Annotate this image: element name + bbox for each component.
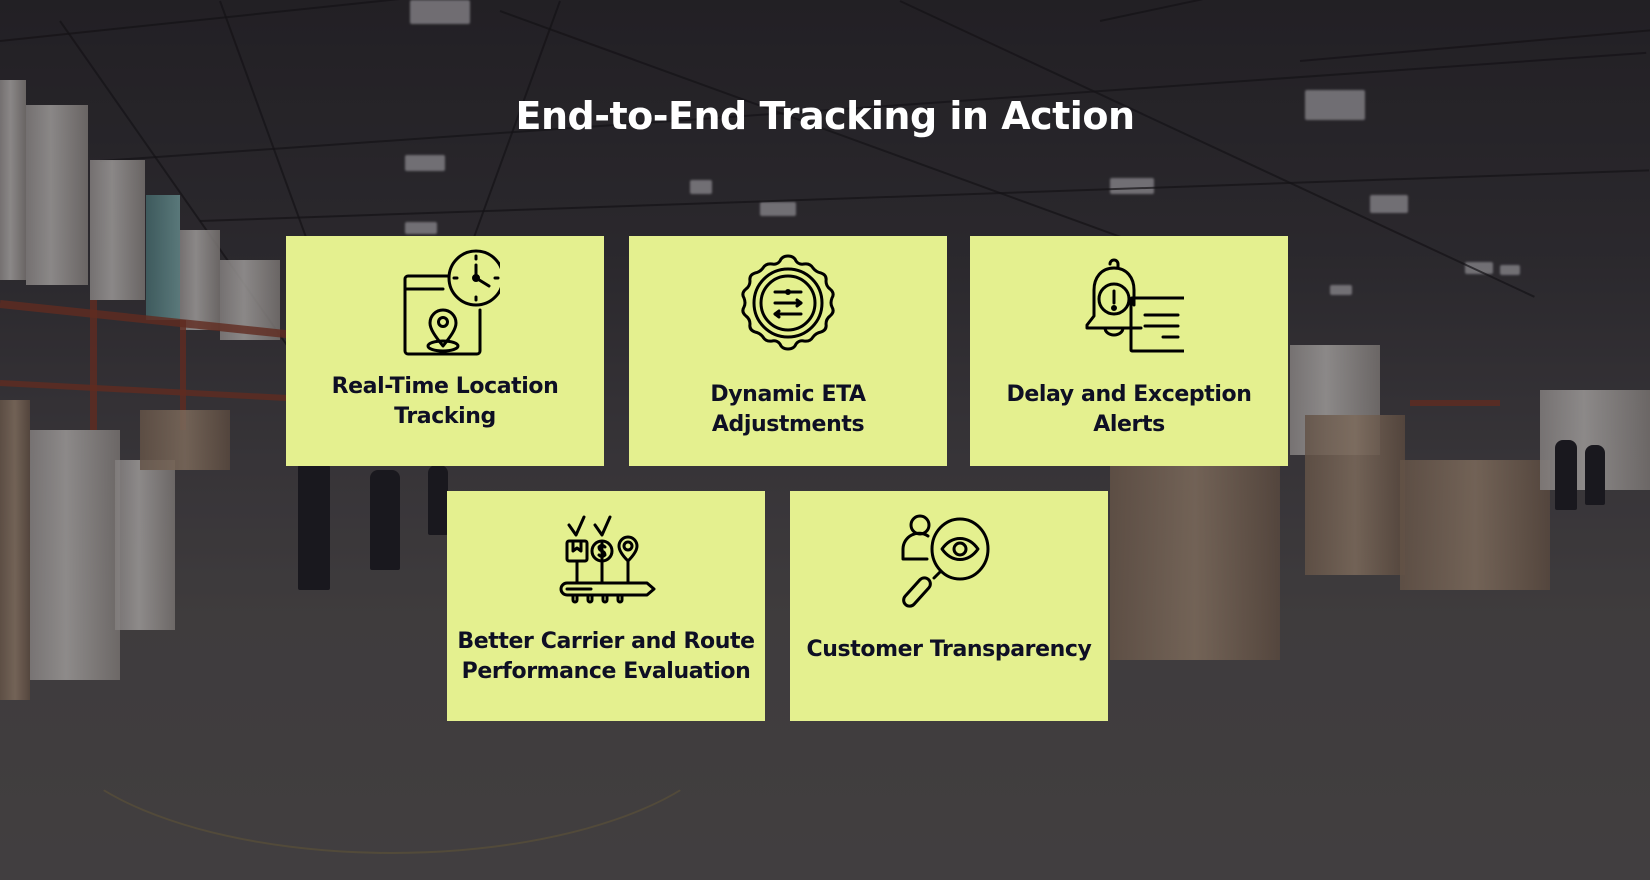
card-label: Real-Time Location Tracking — [331, 374, 559, 429]
card-carrier-route-performance: Better Carrier and Route Performance Eva… — [447, 491, 765, 721]
gear-sliders-icon — [733, 248, 843, 358]
card-label: Delay and Exception Alerts — [1006, 382, 1252, 437]
route-performance-icon — [551, 503, 661, 613]
location-clock-icon — [390, 248, 505, 358]
card-label: Better Carrier and Route Performance Eva… — [457, 629, 755, 684]
alert-bell-icon — [1074, 248, 1188, 358]
customer-eye-magnifier-icon — [894, 503, 1004, 613]
card-label: Customer Transparency — [806, 637, 1092, 662]
card-label: Dynamic ETA Adjustments — [710, 382, 866, 437]
card-customer-transparency: Customer Transparency — [790, 491, 1108, 721]
card-dynamic-eta-adjustments: Dynamic ETA Adjustments — [629, 236, 947, 466]
page-title: End-to-End Tracking in Action — [515, 94, 1136, 138]
card-real-time-location-tracking: Real-Time Location Tracking — [286, 236, 604, 466]
card-delay-and-exception-alerts: Delay and Exception Alerts — [970, 236, 1288, 466]
